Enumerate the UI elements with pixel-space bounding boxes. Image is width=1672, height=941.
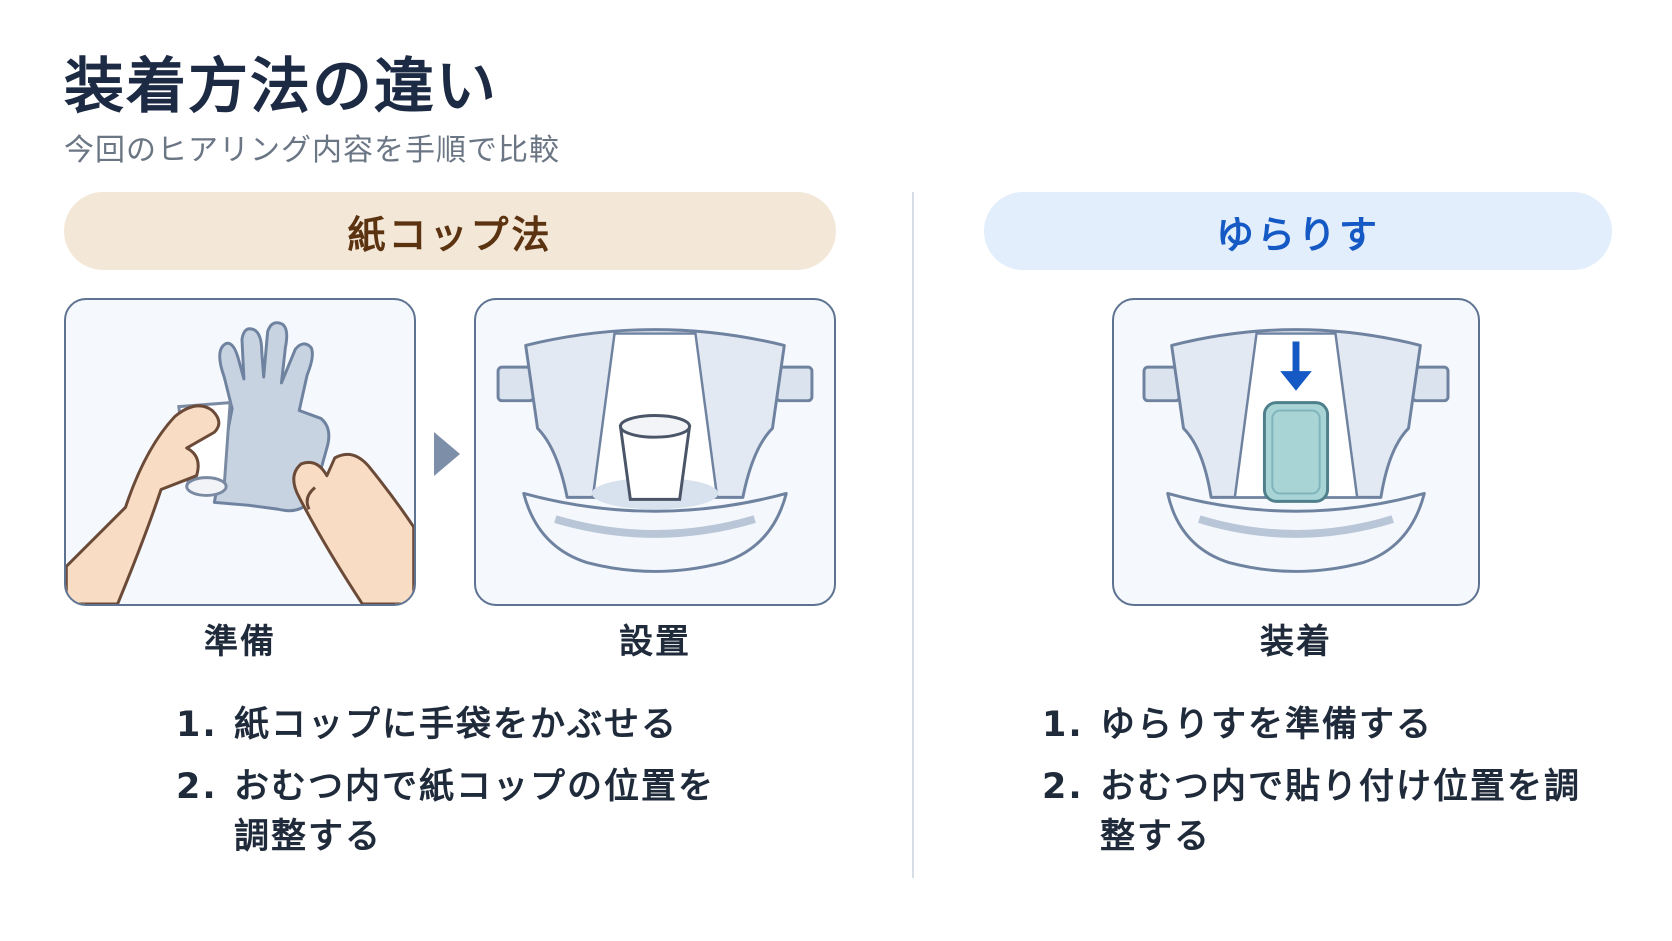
paper-cup-steps: 1. 紙コップに手袋をかぶせる 2. おむつ内で紙コップの位置を調整する — [176, 700, 736, 874]
caption-preparation: 準備 — [204, 622, 276, 662]
yurarisu-steps: 1. ゆらりすを準備する 2. おむつ内で貼り付け位置を調整する — [1042, 700, 1602, 874]
diaper-pad-illustration — [1142, 328, 1450, 573]
step-number: 2. — [176, 767, 218, 807]
caption-placement: 設置 — [619, 622, 691, 662]
caption-attachment: 装着 — [1260, 622, 1332, 662]
attachment-panel — [1112, 298, 1480, 606]
step-text: 紙コップに手袋をかぶせる — [234, 705, 679, 745]
step-text: おむつ内で貼り付け位置を調整する — [1100, 767, 1582, 857]
page-subtitle: 今回のヒアリング内容を手順で比較 — [64, 133, 560, 168]
list-item: 1. ゆらりすを準備する — [1042, 700, 1602, 750]
step-number: 2. — [1042, 767, 1084, 807]
placement-panel — [474, 298, 836, 606]
list-item: 2. おむつ内で貼り付け位置を調整する — [1042, 762, 1602, 862]
method-header-paper-cup: 紙コップ法 — [64, 192, 836, 270]
list-item: 1. 紙コップに手袋をかぶせる — [176, 700, 736, 750]
glove-cup-illustration — [66, 321, 414, 604]
list-item: 2. おむつ内で紙コップの位置を調整する — [176, 762, 736, 862]
page-title: 装着方法の違い — [64, 52, 498, 122]
step-text: おむつ内で紙コップの位置を調整する — [234, 767, 716, 857]
arrow-right-icon — [434, 432, 460, 476]
column-divider — [912, 192, 914, 878]
method-header-yurarisu: ゆらりす — [984, 192, 1612, 270]
preparation-panel — [64, 298, 416, 606]
arrow-down-icon — [1280, 341, 1312, 391]
step-number: 1. — [1042, 705, 1084, 745]
step-text: ゆらりすを準備する — [1100, 705, 1434, 745]
diaper-cup-illustration — [496, 328, 814, 573]
step-number: 1. — [176, 705, 218, 745]
